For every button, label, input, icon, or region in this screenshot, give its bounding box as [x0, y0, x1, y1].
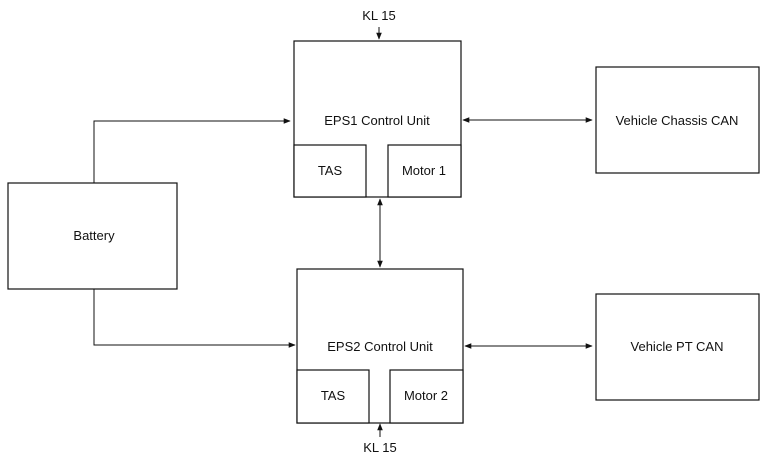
eps2-control-unit: EPS2 Control Unit TAS Motor 2 [296, 268, 464, 424]
eps1-label: EPS1 Control Unit [324, 113, 430, 128]
eps2-kl15-label: KL 15 [363, 440, 397, 455]
eps1-control-unit: EPS1 Control Unit TAS Motor 1 [293, 40, 462, 198]
vehicle-chassis-can-block: Vehicle Chassis CAN [595, 66, 760, 174]
eps1-tas-label: TAS [318, 163, 343, 178]
battery-to-eps2-line [93, 289, 296, 348]
eps2-motor-block: Motor 2 [389, 369, 464, 424]
eps1-kl15-label: KL 15 [362, 8, 396, 23]
vehicle-chassis-can-label: Vehicle Chassis CAN [616, 113, 739, 128]
eps2-motor-label: Motor 2 [404, 388, 448, 403]
battery-label: Battery [73, 228, 115, 243]
vehicle-pt-can-block: Vehicle PT CAN [595, 293, 760, 401]
vehicle-pt-can-label: Vehicle PT CAN [631, 339, 724, 354]
eps2-tas-label: TAS [321, 388, 346, 403]
battery-to-eps1-line [93, 118, 291, 183]
eps1-tas-block: TAS [293, 144, 367, 198]
eps1-motor-label: Motor 1 [402, 163, 446, 178]
battery-block: Battery [7, 182, 178, 290]
eps2-tas-block: TAS [296, 369, 370, 424]
eps1-motor-block: Motor 1 [387, 144, 462, 198]
eps2-label: EPS2 Control Unit [327, 339, 433, 354]
